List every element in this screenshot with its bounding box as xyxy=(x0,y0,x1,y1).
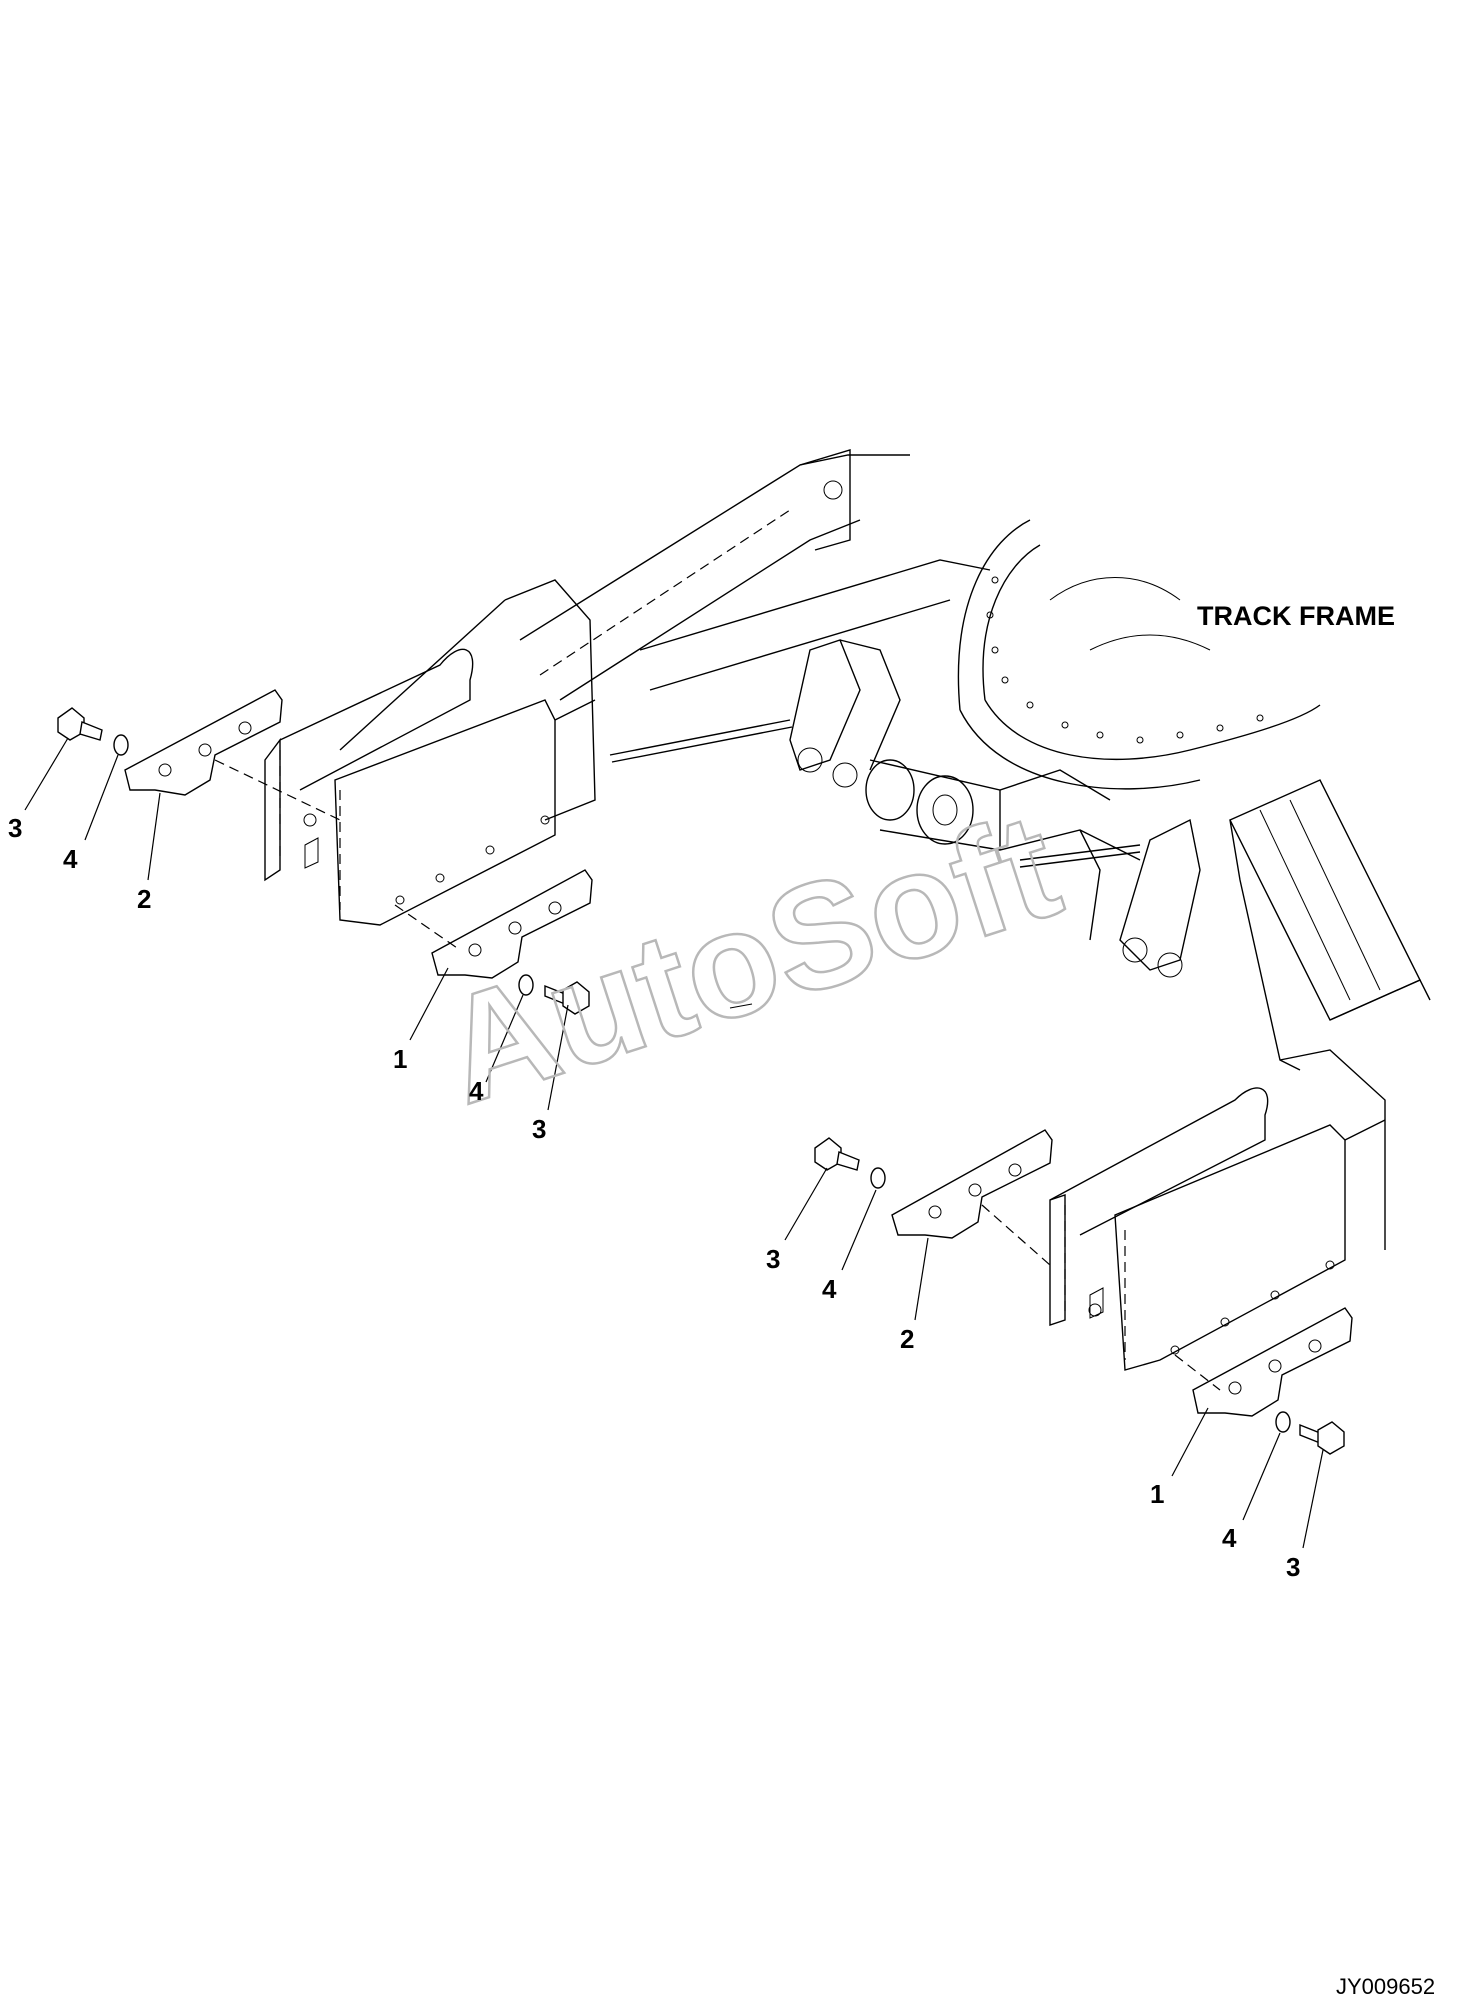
callout-label: 3 xyxy=(532,1114,546,1144)
center-mark xyxy=(729,1003,753,1009)
callout-label: 4 xyxy=(1222,1523,1237,1553)
washer-part-4 xyxy=(1275,1411,1291,1433)
bracket-part-2 xyxy=(891,1129,1053,1239)
callout-label: 3 xyxy=(766,1244,780,1274)
bolt-circle-holes xyxy=(986,576,1264,744)
bolt-part-3 xyxy=(57,707,103,741)
upper-left-parts xyxy=(24,689,593,1111)
bracket-part-1 xyxy=(1192,1307,1353,1417)
washer-part-4 xyxy=(113,734,129,756)
callout-label: 3 xyxy=(8,813,22,843)
washer-part-4 xyxy=(518,974,534,996)
track-frame-drawing xyxy=(264,449,1431,1371)
bolt-part-3 xyxy=(544,981,590,1015)
callout-label: 4 xyxy=(822,1274,837,1304)
drawing-code: JY009652 xyxy=(1336,1974,1435,1999)
callout-label: 2 xyxy=(900,1324,914,1354)
diagram-title: TRACK FRAME xyxy=(1197,601,1395,631)
lower-right-parts xyxy=(784,1129,1353,1549)
washer-part-4 xyxy=(870,1167,886,1189)
callout-label: 4 xyxy=(469,1076,484,1106)
bolt-part-3 xyxy=(814,1137,860,1171)
callout-label: 1 xyxy=(1150,1479,1164,1509)
callout-label: 4 xyxy=(63,844,78,874)
bracket-part-1 xyxy=(431,869,593,979)
bracket-part-2 xyxy=(124,689,283,796)
callout-label: 2 xyxy=(137,884,151,914)
watermark: AutoSoft xyxy=(423,780,1077,1135)
callout-label: 1 xyxy=(393,1044,407,1074)
upper-track-frame-block xyxy=(264,579,596,926)
bolt-part-3 xyxy=(1299,1421,1345,1455)
callout-label: 3 xyxy=(1286,1552,1300,1582)
callout-labels: 3 4 2 1 4 3 3 4 2 1 4 3 xyxy=(8,813,1300,1582)
lower-track-frame-block xyxy=(1049,1049,1386,1371)
